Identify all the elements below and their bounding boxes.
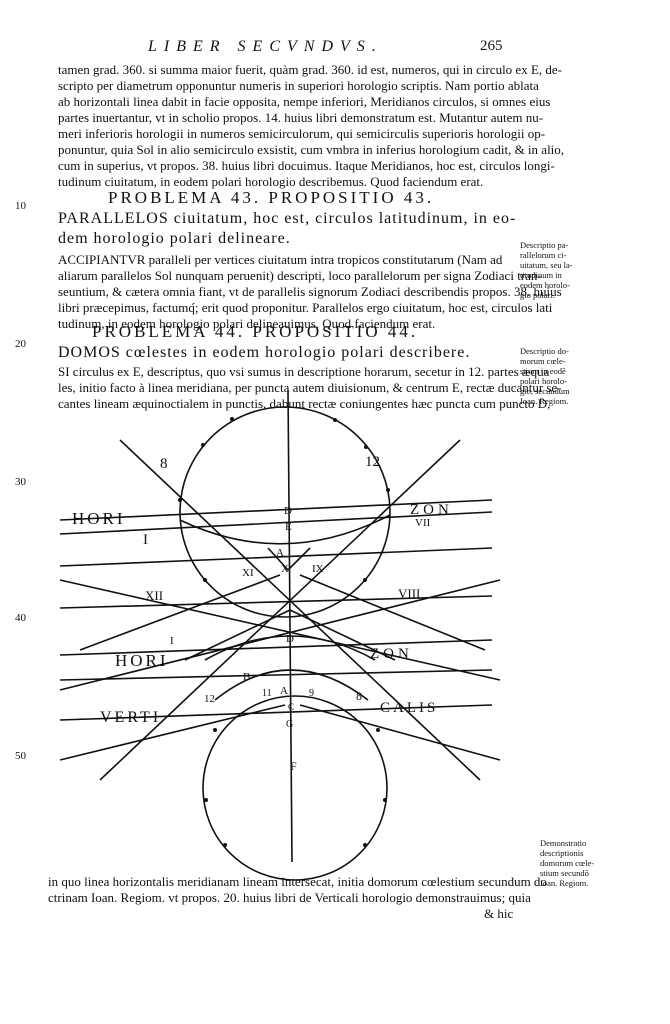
diagonal-line [99,439,461,781]
upper-horizon-line-2 [59,511,493,535]
label-f: F [290,759,297,773]
lower-horizon-line-2 [59,669,493,681]
text-line: SI circulus ex E, descriptus, quo vsi su… [58,364,550,379]
text-line: seuntium, & cætera omnia fiant, vt de pa… [58,284,562,299]
label-a-lower: A [280,685,288,697]
diagonal-line [289,609,396,661]
lower-arc-2 [214,669,369,701]
label-b: B [243,671,250,683]
line-number: 40 [15,612,26,624]
label-roman-i: I [143,532,148,548]
lower-horizon-line [59,639,493,656]
label-a-top: A [276,547,284,559]
label-8-lower: 8 [356,689,362,703]
running-title: LIBER SECVNDVS. [148,38,383,55]
label-d-lower: D [286,633,294,645]
label-12-lower: 12 [204,693,215,705]
diagonal-line [299,704,501,761]
text-line: scripto per diametrum opponuntur numeris… [58,78,539,93]
text-line: cum in superius, vt propos. 38. huius li… [58,158,555,173]
text-line: meri inferioris horologii in numeros sem… [58,126,546,141]
problem-44-heading: PROBLEMA 44. PROPOSITIO 44. [92,322,419,341]
problem-44-subheading: DOMOS cœlestes in eodem horologio polari… [58,344,471,361]
label-12-top: 12 [365,454,380,470]
margin-note-houses: Descriptio do- morum cœle- stium in eodē… [520,346,570,406]
lower-circle [202,695,388,881]
label-c: C [288,702,294,712]
label-viii: VIII [398,586,420,601]
line-number: 20 [15,338,26,350]
margin-note-demonstration: Demonstratio descriptionis domorum cœle-… [540,838,595,888]
label-hori-bottom: HORI [115,651,169,670]
label-ix: IX [312,563,324,575]
problem-43-subheading: dem horologio polari delineare. [58,230,291,247]
lower-arc-1 [204,635,376,661]
text-line: les, initio facto à linea meridiana, per… [58,380,562,395]
label-verti: VERTI [100,709,161,726]
triangle-side [267,547,289,571]
label-e: E [285,521,292,533]
text-line: in quo linea horizontalis meridianam lin… [48,874,547,889]
text-line: ab horizontali linea dabit in facie oppo… [58,94,551,109]
text-line: cantes lineam æquinoctialem in punctis, … [58,396,551,411]
label-8-top: 8 [160,456,168,472]
label-g: G [286,719,293,730]
label-x: X [281,563,289,575]
label-xii: XII [145,588,163,603]
diagonal-line [299,574,486,651]
diagonal-line [59,579,501,681]
upper-horizon-line [59,499,493,521]
label-11: 11 [262,688,272,699]
line-number: 30 [15,476,26,488]
label-9: 9 [309,688,314,699]
diagonal-line [119,439,481,781]
line-number: 10 [15,200,26,212]
text-line: partes inuertantur, vt in scholio propos… [58,110,544,125]
text-line: ctrinam Ioan. Regiom. vt propos. 20. hui… [48,890,531,905]
page-number: 265 [480,38,503,54]
line-number: 50 [15,750,26,762]
diagonal-line [59,704,286,761]
label-zon-top: ZON [410,502,453,518]
label-xi: XI [242,567,254,579]
upper-arc [179,514,391,545]
margin-note-parallels: Descriptio pa- rallelorum ci- uitatum, s… [520,240,573,300]
upper-circle [179,406,391,618]
triangle-side [287,547,311,571]
label-i-lower: I [170,635,174,647]
problem-43-subheading: PARALLELOS ciuitatum, hoc est, circulos … [58,210,517,227]
label-zon-bottom: ZON [370,646,413,662]
label-hori-top: HORI [72,509,126,528]
diagonal-line [59,579,501,691]
meridian-line [287,389,293,863]
label-roman-vii: VII [415,517,431,529]
diagonal-line [184,609,291,661]
catchword: & hic [484,906,514,921]
diagonal-line [79,574,281,651]
vertical-line [59,704,493,721]
label-calis: CALIS [380,700,438,716]
text-line: aliarum parallelos Sol nunquam peruenit)… [58,268,542,283]
equinoctial-line-2 [59,595,493,609]
text-line: ACCIPIANTVR paralleli per vertices ciuit… [58,252,503,267]
text-line: tamen grad. 360. si summa maior fuerit, … [58,62,562,77]
problem-43-heading: PROBLEMA 43. PROPOSITIO 43. [108,188,435,207]
text-line: libri præcepimus, factumq́; erit quod pr… [58,300,553,315]
text-line: tudinum, in eodem horologio polari delin… [58,316,436,331]
text-line: tudinum ciuitatum, in eodem polari horol… [58,174,484,189]
label-d-top: D [284,505,292,517]
text-line: ponuntur, quia Sol in alio semicirculo e… [58,142,565,157]
